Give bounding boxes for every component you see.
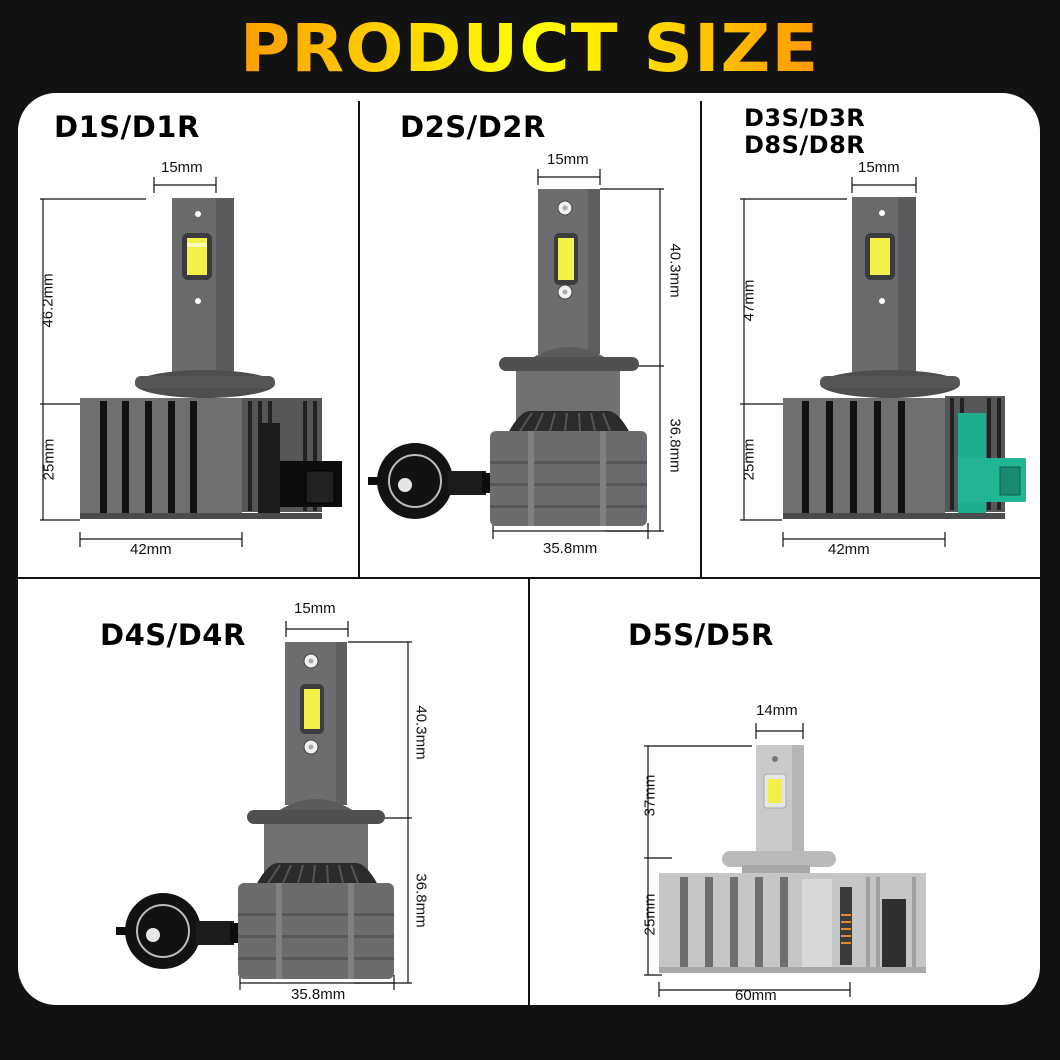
page-title: PRODUCT SIZE xyxy=(0,6,1060,92)
dim-width-base: 35.8mm xyxy=(543,540,598,557)
divider-vertical-3 xyxy=(528,579,530,1005)
product-cell-d2s: D2S/D2R xyxy=(360,93,700,577)
dim-height-lower: 36.8mm xyxy=(412,873,430,928)
dim-width-top: 15mm xyxy=(547,151,589,168)
dim-width-top: 15mm xyxy=(858,159,900,176)
dim-height-upper: 46.2mm xyxy=(39,273,57,328)
dim-width-top: 14mm xyxy=(756,702,798,719)
bulb-d5s-illustration xyxy=(644,723,926,997)
product-cell-d4s: D4S/D4R xyxy=(18,579,528,1005)
dim-width-base: 35.8mm xyxy=(291,986,346,1003)
dim-width-base: 42mm xyxy=(130,541,172,558)
model-label: D5S/D5R xyxy=(628,618,774,652)
dim-height-lower: 25mm xyxy=(740,438,758,481)
dim-height-lower: 25mm xyxy=(40,438,58,481)
title-text: PRODUCT SIZE xyxy=(240,6,819,92)
bulb-d2s-illustration xyxy=(368,169,664,539)
divider-vertical-1 xyxy=(358,101,360,579)
model-label: D4S/D4R xyxy=(100,618,246,652)
dim-width-top: 15mm xyxy=(161,159,203,176)
model-label-line2: D8S/D8R xyxy=(744,131,866,159)
bulb-d1s-illustration xyxy=(40,177,342,547)
dim-height-upper: 40.3mm xyxy=(666,243,684,298)
divider-horizontal xyxy=(18,577,1040,579)
dim-height-upper: 37mm xyxy=(641,774,659,817)
divider-vertical-2 xyxy=(700,101,702,579)
bulb-d3s-illustration xyxy=(740,177,1026,547)
model-label-line1: D3S/D3R xyxy=(744,104,866,132)
dim-height-upper: 40.3mm xyxy=(412,705,430,760)
bulb-d4s-illustration xyxy=(116,621,412,990)
dim-width-base: 42mm xyxy=(828,541,870,558)
product-cell-d5s: D5S/D5R xyxy=(530,579,1040,1005)
product-cell-d3s-d8s: D3S/D3R D8S/D8R xyxy=(702,93,1040,577)
dim-width-base: 60mm xyxy=(735,987,777,1004)
dim-height-upper: 47mm xyxy=(740,279,758,322)
model-label: D1S/D1R xyxy=(54,110,200,144)
size-chart-panel: D1S/D1R xyxy=(18,93,1040,1005)
product-cell-d1s: D1S/D1R xyxy=(18,93,358,577)
dim-height-lower: 25mm xyxy=(641,893,659,936)
dim-width-top: 15mm xyxy=(294,600,336,617)
model-label: D2S/D2R xyxy=(400,110,546,144)
dim-height-lower: 36.8mm xyxy=(666,418,684,473)
